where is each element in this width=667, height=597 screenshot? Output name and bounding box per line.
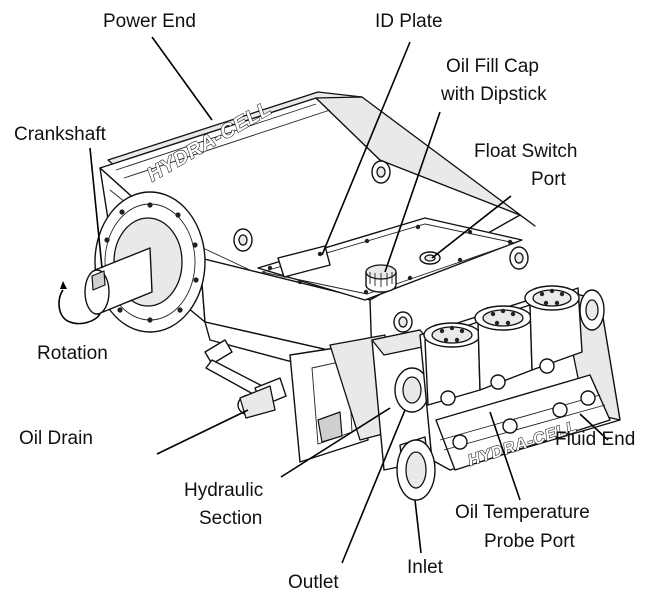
hydraulic-section [371,329,433,471]
valve-cap-3 [524,285,583,371]
label-oil-temp-line1: Oil Temperature [455,502,590,523]
label-hydraulic-line1: Hydraulic [184,480,263,501]
inlet-port [396,436,436,501]
label-power-end: Power End [103,11,196,32]
label-float-switch-line2: Port [531,169,567,190]
label-oil-temp-line2: Probe Port [484,531,576,552]
lift-eye-left [233,228,253,252]
oil-fill-cap [365,264,397,293]
cover-bolts [267,224,513,295]
valve-cap-2 [474,304,533,391]
label-id-plate: ID Plate [375,11,443,32]
manifold-bolts [440,358,596,450]
id-plate [277,245,331,278]
label-fluid-end: Fluid End [555,429,635,450]
label-outlet: Outlet [288,572,339,593]
label-oil-fill-cap-line1: Oil Fill Cap [446,56,539,77]
label-oil-drain: Oil Drain [19,428,93,449]
manifold-end-cap [579,289,605,331]
rotation-arrow [58,281,101,325]
leader-lines [89,36,609,564]
lift-eye-top [371,160,391,184]
label-inlet: Inlet [407,557,444,578]
label-crankshaft: Crankshaft [14,124,107,145]
label-rotation: Rotation [37,343,108,364]
label-float-switch-line1: Float Switch [474,141,577,162]
label-hydraulic-line2: Section [199,508,262,529]
crankshaft-shaft [84,247,153,315]
lift-eye-right [509,246,529,270]
oil-drain-fitting [204,339,287,419]
valve-cap-1 [423,321,481,406]
label-oil-fill-cap-line2: with Dipstick [440,84,547,105]
lift-eye-front [393,311,413,333]
